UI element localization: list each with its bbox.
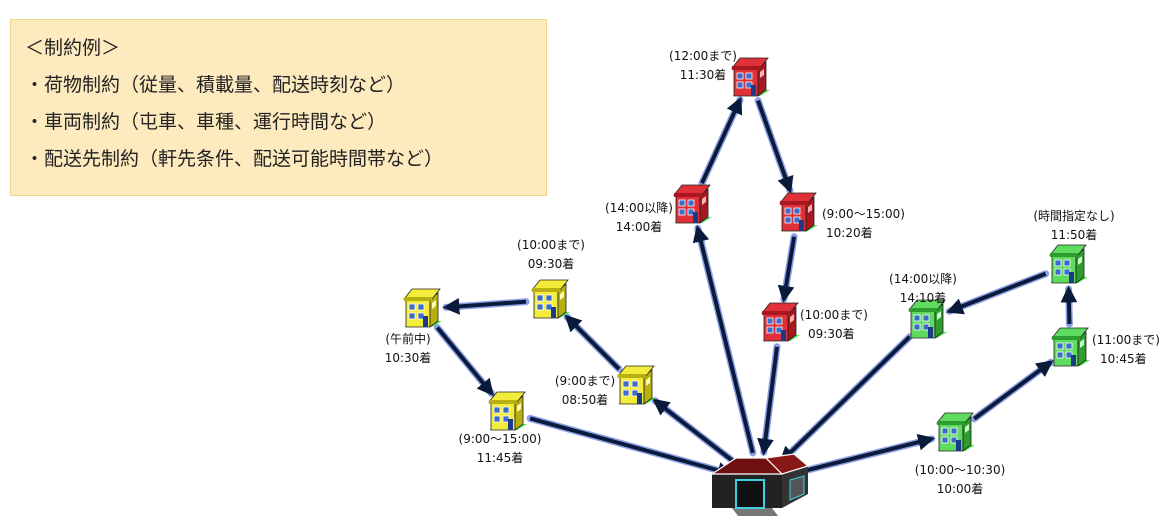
route-arrow-g2-depot: [778, 333, 914, 465]
warehouse-icon: [710, 453, 810, 516]
route-arrow-depot-r2: [692, 224, 757, 457]
constraint-label: (10:00～10:30): [914, 463, 1006, 477]
constraint-label: (午前中): [385, 332, 431, 346]
label-y4: (9:00～15:00) 11:45着: [450, 430, 550, 468]
label-g2: (14:00以降) 14:10着: [878, 270, 968, 308]
label-g1: (時間指定なし) 11:50着: [1024, 207, 1124, 245]
label-r2: (14:00以降) 14:00着: [594, 199, 684, 237]
label-g3: (11:00まで) 10:45着: [1092, 331, 1160, 369]
arrival-label: 08:50着: [561, 393, 609, 407]
house-icon-y3: [617, 365, 656, 405]
house-icon-g2: [908, 299, 947, 339]
arrival-label: 11:45着: [476, 451, 524, 465]
constraint-label: (9:00～15:00): [822, 207, 905, 221]
label-g4: (10:00～10:30) 10:00着: [910, 461, 1010, 499]
constraint-label: (時間指定なし): [1033, 209, 1115, 223]
house-icon-r3: [779, 192, 818, 232]
arrival-label: 10:20着: [826, 226, 873, 240]
house-icon-g3: [1051, 327, 1090, 367]
arrival-label: 10:00着: [936, 482, 984, 496]
constraint-label: (10:00まで): [517, 238, 585, 252]
constraint-item-cargo: ・荷物制約（従量、積載量、配送時刻など）: [25, 74, 406, 96]
house-icon-r2: [673, 184, 712, 224]
constraint-label: (9:00～15:00): [458, 432, 542, 446]
route-arrow-y2-y4: [433, 324, 496, 397]
route-arrow-r4-depot: [757, 343, 781, 456]
house-icon-r1: [731, 57, 770, 97]
arrival-label: 10:45着: [1100, 352, 1147, 366]
route-arrow-r3-r4: [777, 233, 798, 303]
route-arrow-g4-g3: [970, 358, 1055, 423]
constraint-label: (14:00以降): [605, 201, 673, 215]
house-icon-g1: [1049, 244, 1088, 284]
constraint-examples-box: ＜制約例＞ ・荷物制約（従量、積載量、配送時刻など） ・車両制約（屯車、車種、運…: [10, 19, 547, 196]
route-arrow-y4-depot: [526, 414, 735, 479]
arrival-label: 14:10着: [899, 291, 947, 305]
arrival-label: 14:00着: [615, 220, 663, 234]
constraint-label: (12:00まで): [669, 49, 737, 63]
route-arrow-r2-r1: [698, 96, 744, 187]
label-r3: (9:00～15:00) 10:20着: [822, 205, 905, 243]
destination-houses: [403, 57, 1090, 452]
constraint-item-destination: ・配送先制約（軒先条件、配送可能時間帯など）: [25, 148, 444, 170]
route-arrow-y3-y1: [563, 313, 623, 373]
constraint-item-vehicle: ・車両制約（屯車、車種、運行時間など）: [25, 111, 387, 133]
label-y2: (午前中) 10:30着: [363, 330, 453, 368]
constraint-label: (10:00まで): [800, 308, 868, 322]
route-arrow-g3-g1: [1060, 285, 1078, 328]
arrival-label: 09:30着: [808, 327, 855, 341]
label-y1: (10:00まで) 09:30着: [506, 236, 596, 274]
constraint-label: (9:00まで): [554, 374, 616, 388]
house-icon-r4: [761, 302, 800, 342]
route-arrow-y1-y2: [442, 297, 530, 315]
house-icon-y4: [488, 391, 527, 431]
route-arrows: [433, 96, 1078, 479]
constraint-label: (14:00以降): [889, 272, 957, 286]
house-icon-y1: [531, 279, 570, 319]
constraint-heading: ＜制約例＞: [25, 37, 121, 59]
route-arrow-r1-r3: [754, 97, 794, 194]
label-r4: (10:00まで) 09:30着: [800, 306, 868, 344]
house-icon-g4: [936, 412, 975, 452]
route-arrow-depot-g4: [785, 433, 936, 479]
constraint-label: (11:00まで): [1092, 333, 1160, 347]
arrival-label: 09:30着: [527, 257, 575, 271]
route-arrow-depot-y3: [651, 397, 740, 468]
label-y3: (9:00まで) 08:50着: [540, 372, 630, 410]
house-icon-y2: [403, 288, 442, 328]
arrival-label: 10:30着: [384, 351, 432, 365]
arrival-label: 11:50着: [1050, 228, 1098, 242]
route-arrow-g1-g2: [945, 270, 1050, 315]
label-r1: (12:00まで) 11:30着: [658, 47, 748, 85]
arrival-label: 11:30着: [679, 68, 727, 82]
